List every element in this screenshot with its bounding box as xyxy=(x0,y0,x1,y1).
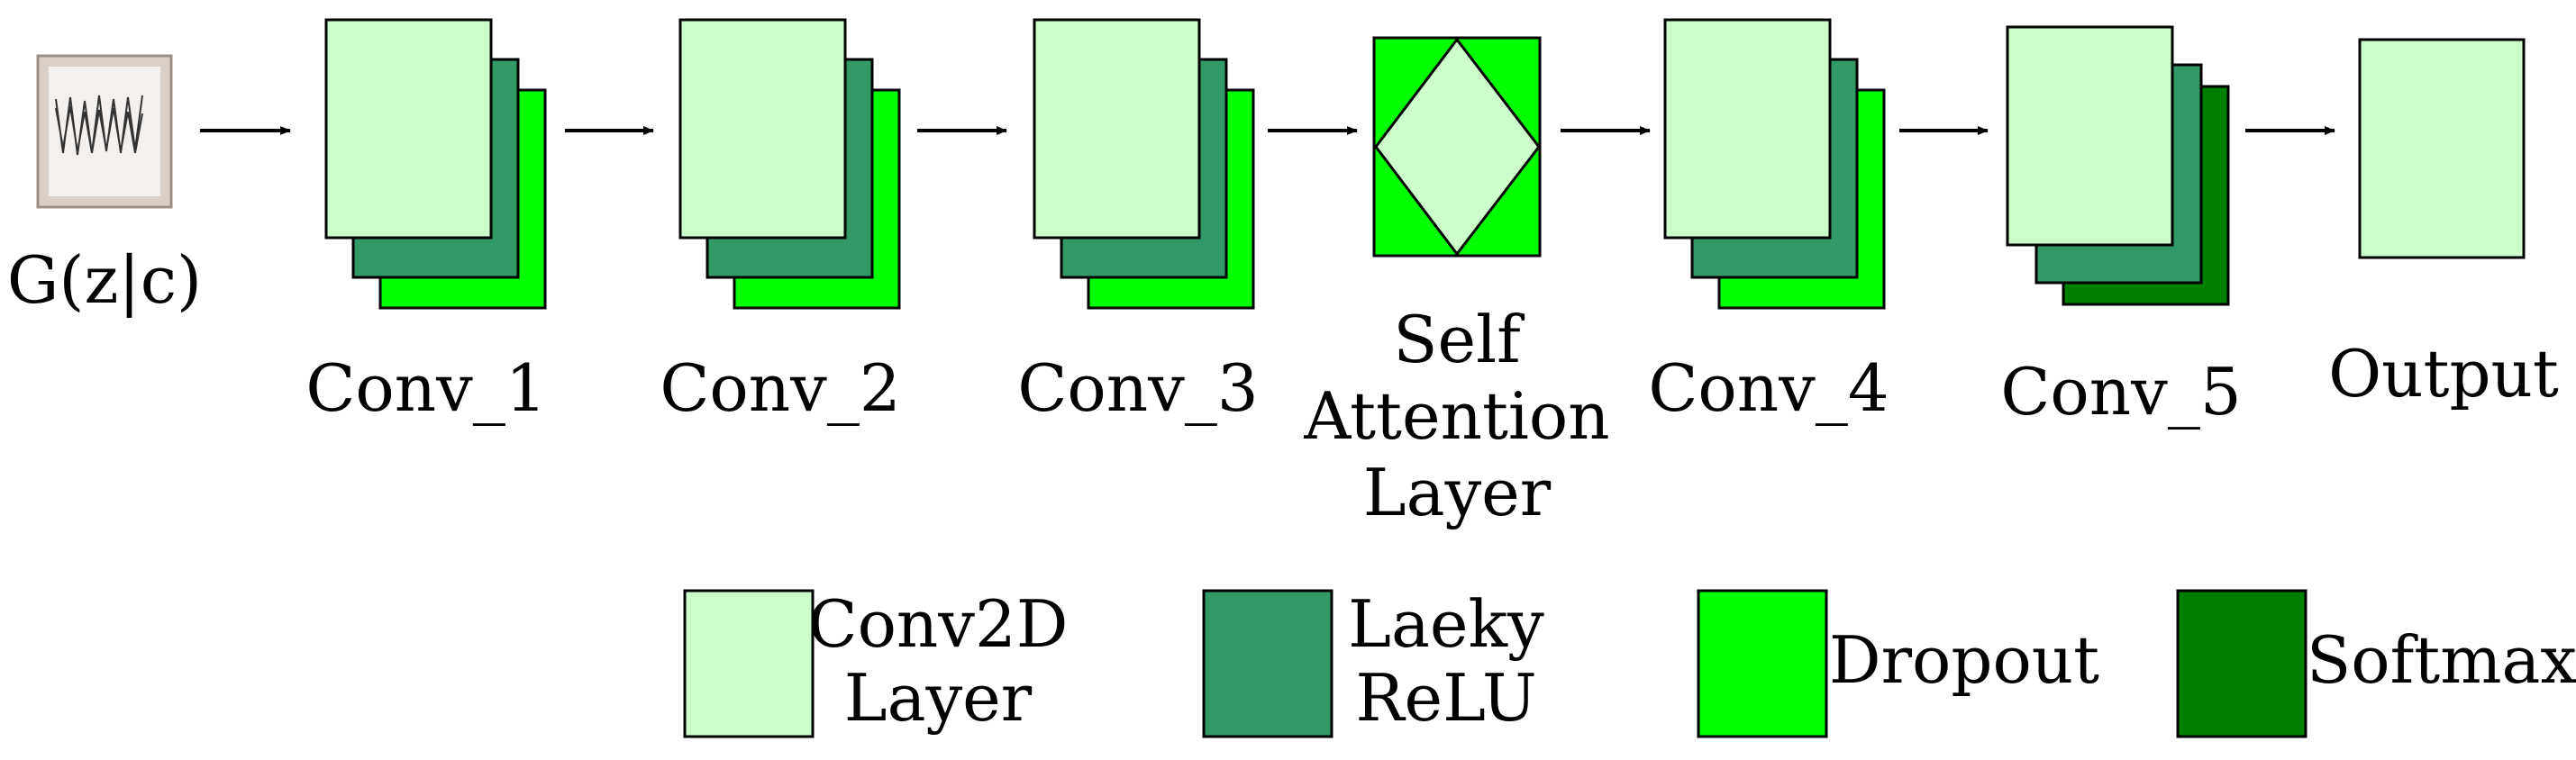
conv5-label: Conv_5 xyxy=(2000,354,2241,430)
input-label: G(z|c) xyxy=(7,242,202,318)
conv4-conv2d-layer xyxy=(1663,18,1832,240)
legend-label-leaky-relu-line1: Laeky xyxy=(1348,586,1544,662)
conv2-conv2d-layer xyxy=(678,18,847,240)
legend-swatch-conv2d xyxy=(683,589,815,738)
legend-swatch-dropout xyxy=(1697,589,1828,738)
legend-swatch-leaky-relu xyxy=(1202,589,1334,738)
legend-label-leaky-relu-line2: ReLU xyxy=(1355,660,1536,736)
attention-label-line1: Self xyxy=(1393,302,1525,377)
attention-block xyxy=(1372,36,1542,258)
output-label: Output xyxy=(2328,336,2559,412)
conv3-conv2d-layer xyxy=(1033,18,1201,240)
conv1-label: Conv_1 xyxy=(305,350,546,426)
input-image xyxy=(36,54,173,209)
conv3-label: Conv_3 xyxy=(1017,350,1258,426)
conv3-block xyxy=(1033,18,1255,310)
legend-swatch-softmax xyxy=(2176,589,2307,738)
input-waveform xyxy=(55,95,143,156)
legend-label-conv2d-line2: Layer xyxy=(844,660,1033,736)
legend-label-dropout: Dropout xyxy=(1829,622,2099,698)
conv1-block xyxy=(324,18,547,310)
attention-label-line3: Layer xyxy=(1363,455,1552,530)
legend-label-softmax: Softmax xyxy=(2307,622,2576,698)
conv5-conv2d-layer xyxy=(2006,25,2174,247)
conv4-label: Conv_4 xyxy=(1648,350,1889,426)
attention-diamond xyxy=(1374,37,1541,257)
conv1-conv2d-layer xyxy=(324,18,493,240)
conv2-block xyxy=(678,18,901,310)
conv2-label: Conv_2 xyxy=(660,350,900,426)
legend-label-conv2d-line1: Conv2D xyxy=(807,586,1068,662)
legend: Conv2D Layer Laeky ReLU Dropout Softmax xyxy=(683,586,2576,738)
conv5-block xyxy=(2006,25,2230,306)
output-layer xyxy=(2358,38,2526,259)
conv4-block xyxy=(1663,18,1886,310)
attention-label-line2: Attention xyxy=(1303,378,1609,454)
output-block xyxy=(2358,38,2526,259)
